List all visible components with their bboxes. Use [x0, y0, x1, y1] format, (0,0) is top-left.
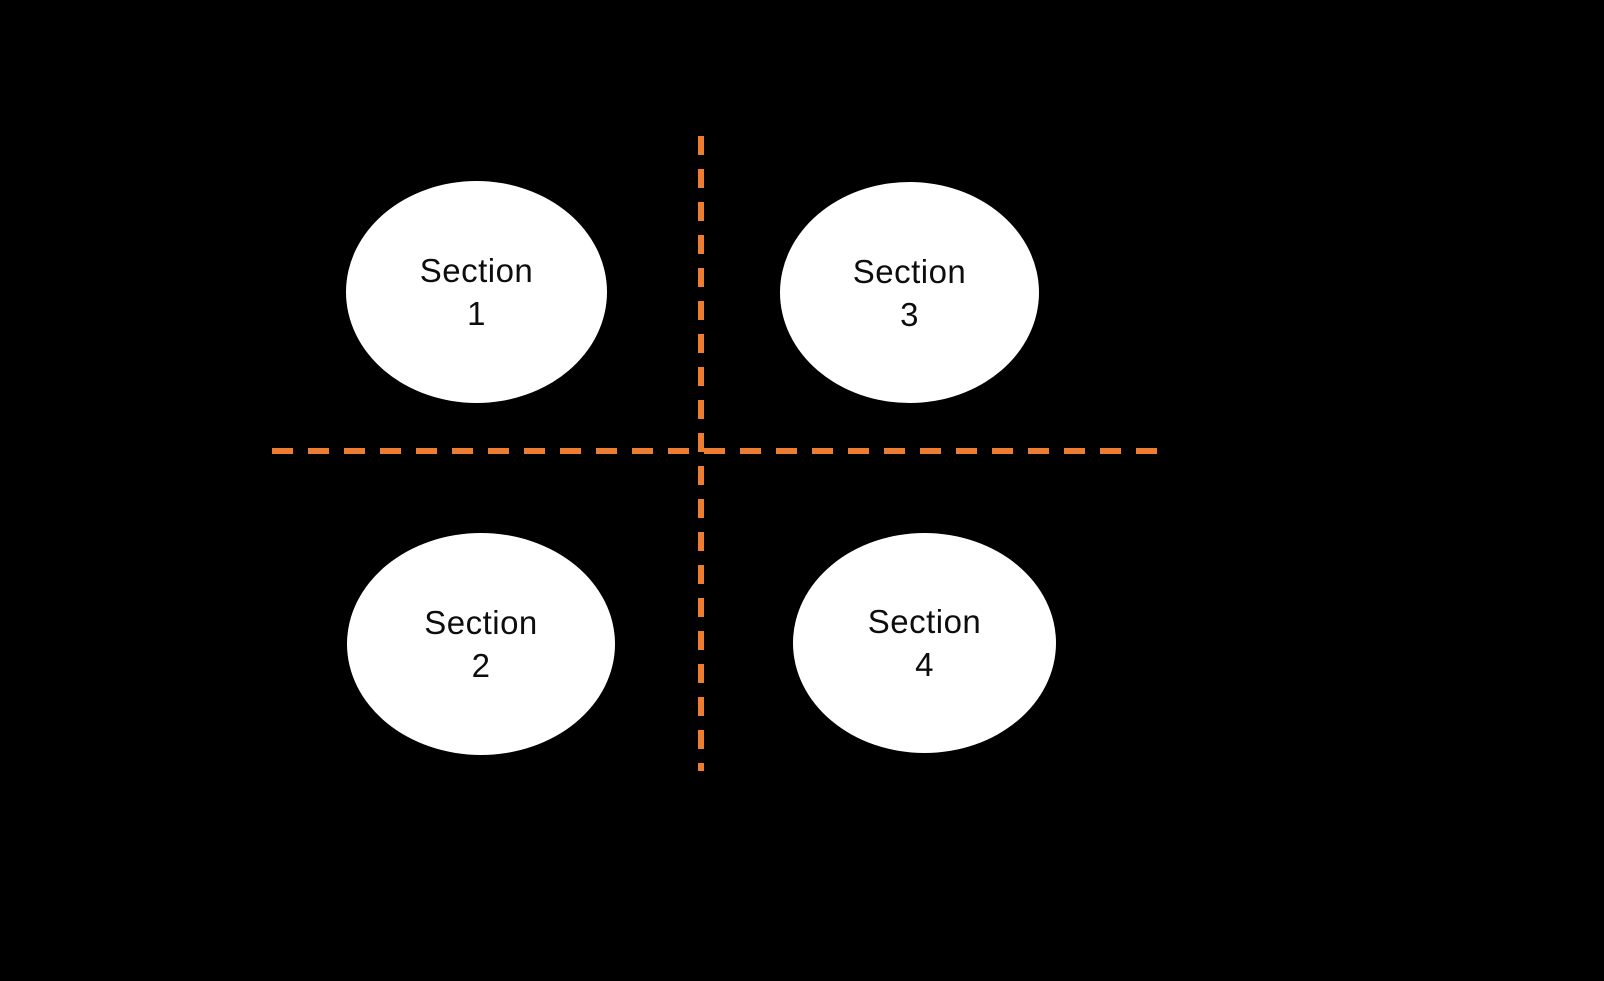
section-2-label-word: Section [424, 604, 538, 641]
section-1-label: Section 1 [420, 249, 534, 335]
section-4-label-number: 4 [915, 646, 934, 683]
section-2-label-number: 2 [471, 647, 491, 684]
horizontal-dashed-divider [272, 448, 1163, 454]
section-4-label-word: Section [867, 603, 982, 640]
section-1-ellipse: Section 1 [346, 181, 607, 403]
section-2-label: Section 2 [424, 601, 538, 687]
section-4-label: Section 4 [868, 600, 982, 686]
section-4-ellipse: Section 4 [793, 533, 1056, 753]
section-1-label-word: Section [419, 252, 534, 289]
section-3-label-number: 3 [900, 295, 919, 333]
section-3-label-word: Section [852, 252, 967, 290]
section-3-ellipse: Section 3 [780, 182, 1039, 403]
section-1-label-number: 1 [467, 295, 486, 332]
section-2-ellipse: Section 2 [347, 533, 615, 755]
section-3-label: Section 3 [853, 250, 967, 336]
